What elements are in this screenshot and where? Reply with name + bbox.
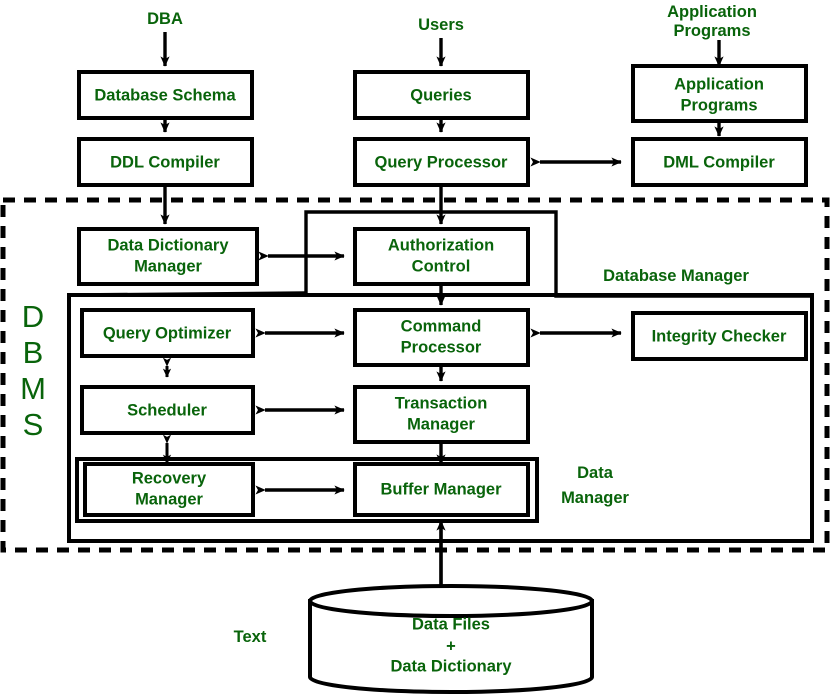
- label-queries: Queries: [410, 86, 471, 104]
- label-data-dictionary-manager-line2: Manager: [134, 257, 202, 275]
- box-authorization-control[interactable]: [353, 227, 530, 286]
- annotation-text: Text: [234, 628, 267, 646]
- routing-right-bracket: [546, 210, 811, 298]
- label-data-dictionary-manager-line1: Data Dictionary: [107, 236, 229, 254]
- label-authorization-control-line2: Control: [412, 257, 471, 275]
- box-scheduler[interactable]: [80, 385, 255, 435]
- label-command-processor-line2: Processor: [401, 338, 482, 356]
- box-ddl-compiler[interactable]: [77, 137, 254, 187]
- label-recovery-manager-line1: Recovery: [132, 469, 207, 487]
- label-integrity-checker: Integrity Checker: [652, 327, 787, 345]
- box-integrity-checker[interactable]: [631, 311, 808, 361]
- label-storage-line1: Data Files: [412, 615, 490, 633]
- dbms-letter-s: S: [23, 407, 44, 442]
- label-database-manager: Database Manager: [603, 267, 749, 285]
- source-label-users: Users: [418, 16, 464, 34]
- box-query-optimizer[interactable]: [80, 308, 255, 358]
- box-buffer-manager[interactable]: [353, 462, 530, 517]
- label-recovery-manager-line2: Manager: [135, 490, 203, 508]
- database-manager-frame: [67, 293, 814, 543]
- label-query-processor: Query Processor: [375, 153, 509, 171]
- box-dml-compiler[interactable]: [631, 137, 808, 187]
- dbms-letter-b: B: [23, 335, 44, 370]
- dbms-boundary: [0, 197, 830, 553]
- routing-left-bracket-lower: [69, 291, 307, 297]
- label-buffer-manager: Buffer Manager: [380, 480, 502, 498]
- dbms-letter-d: D: [22, 299, 44, 334]
- label-storage-line2: +: [446, 637, 456, 655]
- storage-cylinder-top: [308, 584, 594, 618]
- data-manager-frame: [75, 457, 539, 523]
- box-recovery-manager[interactable]: [83, 462, 255, 517]
- label-authorization-control-line1: Authorization: [388, 236, 494, 254]
- label-dml-compiler: DML Compiler: [663, 153, 775, 171]
- label-database-schema: Database Schema: [94, 86, 236, 104]
- source-label-application-programs-line2: Programs: [673, 22, 750, 40]
- box-database-schema[interactable]: [77, 70, 254, 120]
- source-label-application-programs-line1: Application: [667, 3, 757, 21]
- label-scheduler: Scheduler: [127, 401, 207, 419]
- box-transaction-manager[interactable]: [353, 385, 530, 444]
- label-transaction-manager-line1: Transaction: [395, 394, 488, 412]
- label-application-programs-line2: Programs: [680, 96, 757, 114]
- box-data-dictionary-manager[interactable]: [77, 227, 259, 286]
- label-transaction-manager-line2: Manager: [407, 415, 475, 433]
- label-data-manager-line1: Data: [577, 464, 614, 482]
- label-command-processor-line1: Command: [401, 317, 482, 335]
- dbms-letter-m: M: [20, 371, 46, 406]
- box-application-programs[interactable]: [631, 64, 808, 123]
- storage-cylinder-body: [308, 599, 594, 694]
- label-storage-line3: Data Dictionary: [390, 657, 512, 675]
- label-query-optimizer: Query Optimizer: [103, 324, 232, 342]
- routing-left-bracket: [304, 210, 546, 293]
- label-application-programs-line1: Application: [674, 75, 764, 93]
- label-data-manager-line2: Manager: [561, 489, 629, 507]
- label-ddl-compiler: DDL Compiler: [110, 153, 220, 171]
- source-label-dba: DBA: [147, 10, 183, 28]
